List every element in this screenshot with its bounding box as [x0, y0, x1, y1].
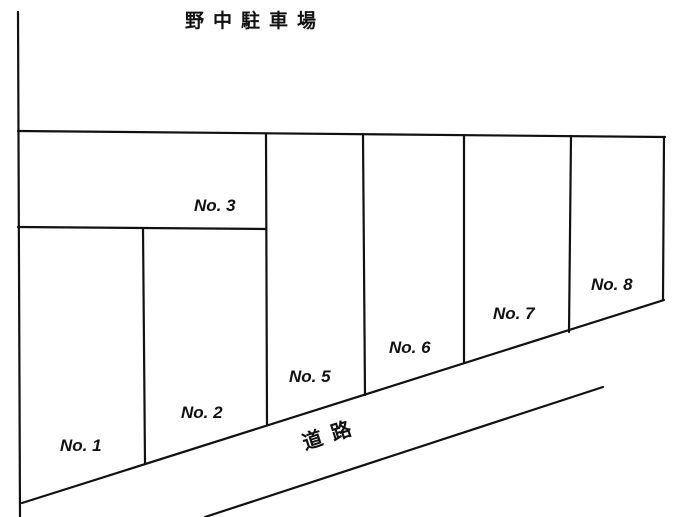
top-boundary-line	[16, 129, 667, 139]
lot-2-label: No. 2	[181, 403, 223, 422]
right-boundary-line	[661, 135, 666, 302]
lot-8-label: No. 8	[591, 275, 633, 294]
lot-5-label: No. 5	[289, 367, 331, 386]
divider-7-8	[567, 134, 573, 334]
lot-7-label: No. 7	[493, 304, 535, 323]
road-upper-edge	[20, 298, 666, 505]
lot-6-label: No. 6	[389, 338, 431, 357]
page-title: 野中駐車場	[185, 10, 326, 32]
divider-1-2	[141, 226, 147, 465]
lot-3-label: No. 3	[194, 196, 236, 215]
road-lower-edge	[203, 385, 605, 517]
divider-5-6	[361, 133, 367, 397]
lot-1-label: No. 1	[60, 436, 102, 455]
divider-2-5	[264, 132, 269, 427]
left-boundary-line	[16, 10, 22, 517]
